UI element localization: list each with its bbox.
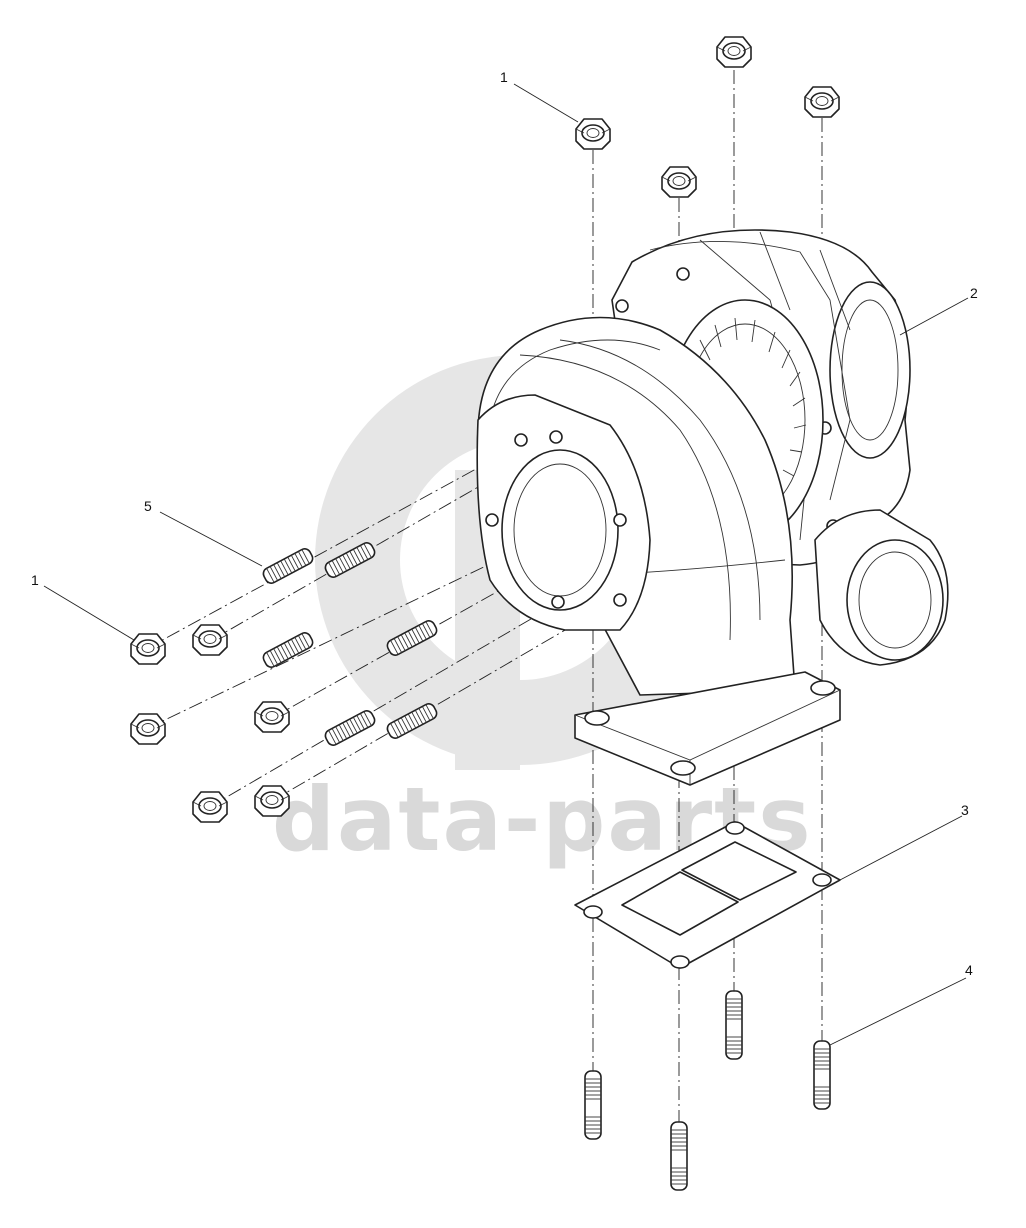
callout-leaders: [43, 83, 969, 1046]
top-nuts: [575, 36, 840, 198]
turbocharger: [476, 229, 949, 786]
callout-1-top: 1: [500, 69, 508, 85]
callout-1-left: 1: [31, 572, 39, 588]
callout-2: 2: [970, 285, 978, 301]
callout-labels: 1 1 2 3 4 5: [31, 69, 978, 978]
gasket: [574, 821, 841, 969]
callout-3: 3: [961, 802, 969, 818]
callout-4: 4: [965, 962, 973, 978]
callout-5: 5: [144, 498, 152, 514]
bottom-studs: [584, 990, 831, 1191]
